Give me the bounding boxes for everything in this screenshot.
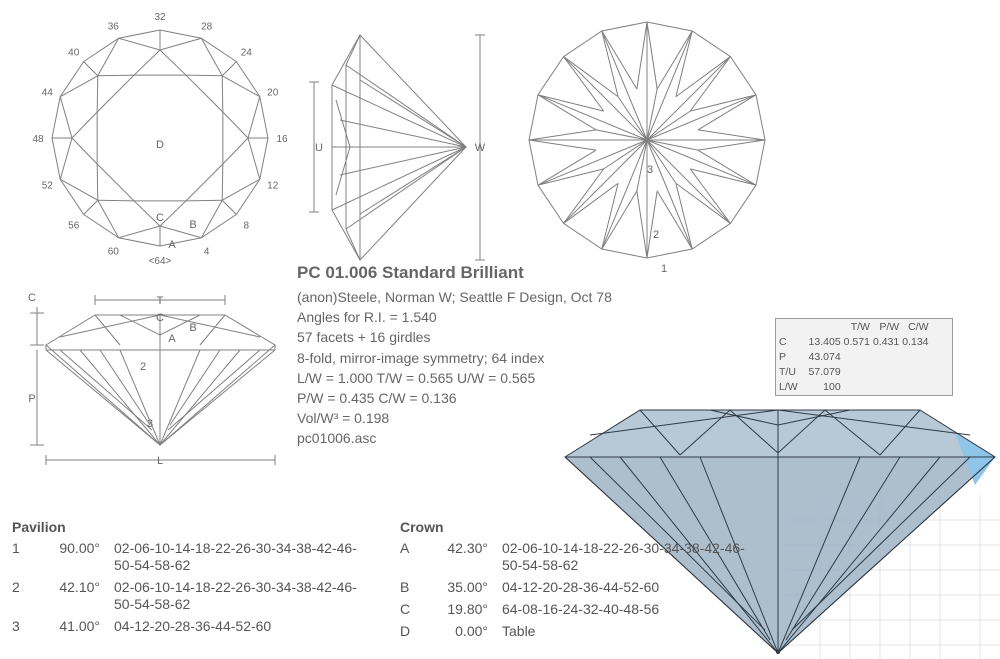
pavilion-label-3: 3 — [647, 164, 653, 176]
profile-label-a: A — [168, 333, 176, 345]
tier-indices: 02-06-10-14-18-22-26-30-34-38-42-46-50-5… — [114, 579, 357, 612]
info-symmetry: 8-fold, mirror-image symmetry; 64 index — [297, 349, 545, 366]
ratios-header-tw: T/W — [850, 321, 870, 333]
ratios-cell: 0.571 — [843, 336, 870, 348]
side-label-u: U — [315, 142, 323, 154]
ratios-table: T/W P/W C/W C 13.405 0.571 0.431 0.134 P… — [775, 318, 953, 396]
tier-indices: Table — [502, 623, 536, 639]
tier-letter: D — [400, 623, 411, 639]
index-label: 36 — [108, 21, 120, 32]
tier-angle: 19.80° — [447, 601, 488, 617]
ratios-header-pw: P/W — [879, 321, 900, 333]
tier-indices: 04-12-20-28-36-44-52-60 — [114, 618, 272, 634]
index-label: 4 — [204, 247, 210, 258]
side-view: U W — [309, 34, 486, 261]
gem-3d-render — [564, 409, 1000, 659]
index-label: 8 — [243, 220, 249, 231]
tier-angle: 0.00° — [455, 623, 488, 639]
profile-label-p: P — [28, 393, 35, 405]
tier-number: 3 — [12, 618, 20, 634]
pavilion-heading: Pavilion — [12, 519, 66, 535]
ratios-row-label: T/U — [779, 366, 796, 378]
design-title: PC 01.006 Standard Brilliant — [297, 263, 524, 282]
facet-label: C — [156, 212, 164, 224]
index-label: 60 — [108, 247, 120, 258]
facet-label: B — [189, 219, 196, 231]
crown-heading: Crown — [400, 519, 444, 535]
tier-letter: B — [400, 579, 410, 595]
ratios-row-value: 100 — [823, 381, 841, 393]
info-facets: 57 facets + 16 girdles — [297, 329, 431, 346]
index-label: 16 — [276, 134, 288, 145]
ratios-header-cw: C/W — [908, 321, 929, 333]
info-author: (anon)Steele, Norman W; Seattle F Design… — [297, 289, 612, 305]
tier-angle: 90.00° — [59, 540, 100, 556]
tier-indices: 64-08-16-24-32-40-48-56 — [502, 601, 660, 617]
tier-number: 1 — [12, 540, 20, 556]
ratios-row-value: 57.079 — [808, 366, 841, 378]
tier-angle: 42.10° — [59, 579, 100, 595]
pavilion-row: 2 42.10° 02-06-10-14-18-22-26-30-34-38-4… — [12, 579, 369, 613]
info-ratios-lw: L/W = 1.000 T/W = 0.565 U/W = 0.565 — [297, 369, 536, 386]
info-ri: Angles for R.I. = 1.540 — [297, 309, 437, 326]
tier-indices: 04-12-20-28-36-44-52-60 — [502, 579, 660, 595]
index-label: 28 — [201, 21, 213, 32]
index-label: <64> — [149, 256, 172, 267]
index-label: 20 — [267, 87, 279, 98]
profile-label-2: 2 — [140, 361, 146, 373]
tier-angle: 35.00° — [447, 579, 488, 595]
tier-number: 2 — [12, 579, 20, 595]
profile-label-c: C — [28, 292, 36, 304]
ratios-row-label: C — [779, 336, 787, 348]
crown-row: C 19.80° 64-08-16-24-32-40-48-56 — [400, 601, 757, 618]
pavilion-row: 1 90.00° 02-06-10-14-18-22-26-30-34-38-4… — [12, 540, 369, 574]
ratios-cell: 0.431 — [872, 336, 900, 348]
ratios-row-label: P — [779, 351, 787, 363]
crown-section: Crown A 42.30° 02-06-10-14-18-22-26-30-3… — [400, 519, 757, 645]
tier-indices: 02-06-10-14-18-22-26-30-34-38-42-46-50-5… — [502, 540, 745, 573]
pavilion-section: Pavilion 1 90.00° 02-06-10-14-18-22-26-3… — [12, 519, 369, 640]
tier-letter: C — [400, 601, 411, 617]
index-label: 40 — [68, 48, 80, 59]
profile-label-3: 3 — [147, 418, 153, 430]
ratios-cell: 0.134 — [902, 336, 929, 348]
index-label: 12 — [267, 181, 279, 192]
index-label: 52 — [42, 181, 54, 192]
profile-label-b: B — [189, 322, 196, 334]
ratios-row-value: 43.074 — [808, 351, 841, 363]
facet-label: A — [168, 239, 176, 251]
pavilion-bottom-view: 3 2 1 — [528, 21, 766, 275]
index-label: 48 — [32, 134, 44, 145]
pavilion-label-2: 2 — [653, 229, 659, 241]
side-label-w: W — [475, 142, 486, 154]
crown-row: A 42.30° 02-06-10-14-18-22-26-30-34-38-4… — [400, 540, 757, 574]
tier-angle: 41.00° — [59, 618, 100, 634]
tier-angle: 42.30° — [447, 540, 488, 556]
index-label: 44 — [42, 87, 54, 98]
tier-indices: 02-06-10-14-18-22-26-30-34-38-42-46-50-5… — [114, 540, 357, 573]
index-label: 24 — [241, 48, 253, 59]
index-label: 56 — [68, 220, 80, 231]
info-volume: Vol/W³ = 0.198 — [297, 410, 390, 427]
index-label: 32 — [154, 12, 166, 23]
pavilion-row: 3 41.00° 04-12-20-28-36-44-52-60 — [12, 618, 369, 635]
pavilion-label-1: 1 — [661, 263, 667, 275]
profile-label-l: L — [157, 455, 163, 467]
info-filename: pc01006.asc — [297, 430, 377, 447]
info-ratios-pw: P/W = 0.435 C/W = 0.136 — [297, 390, 457, 407]
crown-row: D 0.00° Table — [400, 623, 757, 640]
ratios-row-label: L/W — [779, 381, 798, 393]
ratios-row-value: 13.405 — [808, 336, 841, 348]
facet-label: D — [156, 139, 164, 151]
crown-top-view: 32 28 24 20 16 12 8 4 <64> 60 56 52 48 44 40 36D C B A — [32, 12, 288, 267]
tier-letter: A — [400, 540, 410, 556]
design-info: (anon)Steele, Norman W; Seattle F Design… — [297, 287, 612, 449]
profile-label-t: T — [157, 295, 164, 307]
crown-row: B 35.00° 04-12-20-28-36-44-52-60 — [400, 579, 757, 596]
profile-view: C T C B A P 2 3 L — [28, 292, 276, 467]
profile-label-c2: C — [156, 312, 164, 324]
